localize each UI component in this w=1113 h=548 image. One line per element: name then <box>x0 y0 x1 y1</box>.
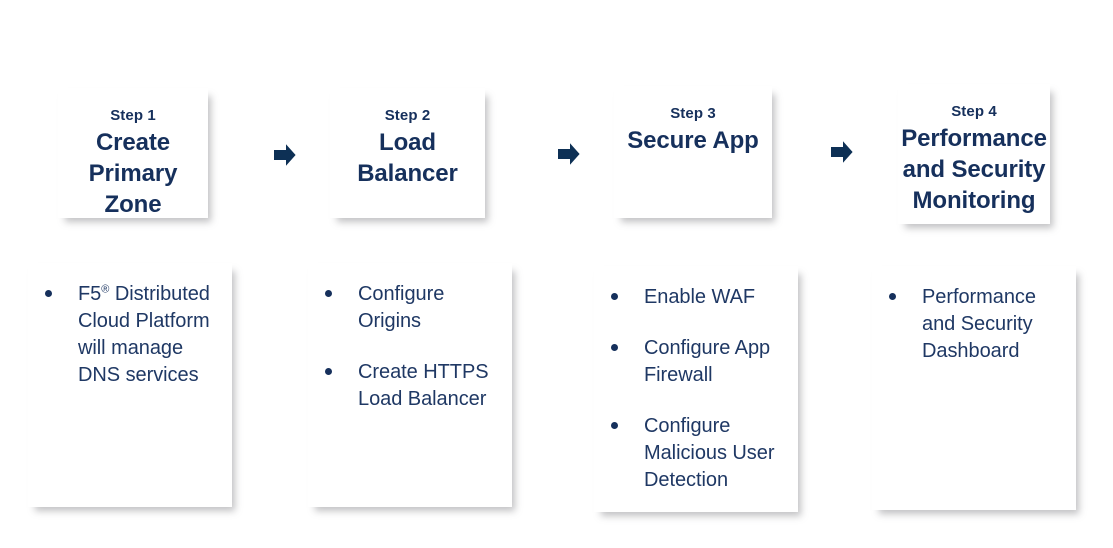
round-bullet-icon <box>45 290 52 297</box>
list-item: Enable WAF <box>604 284 788 311</box>
list-item: F5® Distributed Cloud Platform will mana… <box>38 281 222 389</box>
step-card-2[interactable]: Step 2 Load Balancer <box>330 88 485 218</box>
bullet-prefix: F5 <box>78 283 102 305</box>
list-item: Performance and Security Dashboard <box>882 284 1066 365</box>
list-item: Configure Origins <box>318 281 502 335</box>
step-detail-panel-3: Enable WAF Configure App Firewall Config… <box>594 266 798 512</box>
bullet-text: Create HTTPS Load Balancer <box>358 361 489 410</box>
list-item: Create HTTPS Load Balancer <box>318 359 502 413</box>
bullet-body: Distributed Cloud Platform will manage D… <box>78 283 210 386</box>
step-detail-panel-1: F5® Distributed Cloud Platform will mana… <box>28 263 232 507</box>
round-bullet-icon <box>611 344 618 351</box>
registered-trademark-icon: ® <box>101 283 110 296</box>
step-detail-panel-2: Configure Origins Create HTTPS Load Bala… <box>308 263 512 507</box>
round-bullet-icon <box>611 293 618 300</box>
step-card-1[interactable]: Step 1 Create Primary Zone <box>58 88 208 218</box>
round-bullet-icon <box>325 290 332 297</box>
step-title-3: Secure App <box>627 127 759 154</box>
step-card-4[interactable]: Step 4 Performance and Security Monitori… <box>898 84 1050 224</box>
bullet-text: Configure App Firewall <box>644 337 771 386</box>
step-title-2: Load Balancer <box>357 129 458 187</box>
step-detail-panel-4: Performance and Security Dashboard <box>872 266 1076 510</box>
round-bullet-icon <box>611 422 618 429</box>
bullet-text: Configure Malicious User Detection <box>644 415 775 491</box>
bullet-text: F5® Distributed Cloud Platform will mana… <box>78 281 222 389</box>
step-card-3[interactable]: Step 3 Secure App <box>614 86 772 218</box>
step-label-3: Step 3 <box>670 105 716 122</box>
round-bullet-icon <box>889 293 896 300</box>
right-arrow-icon <box>558 142 580 166</box>
bullet-text: Enable WAF <box>644 286 756 308</box>
step-label-2: Step 2 <box>384 107 431 124</box>
right-arrow-icon <box>831 140 853 164</box>
bullet-text: Performance and Security Dashboard <box>922 286 1036 362</box>
list-item: Configure App Firewall <box>604 335 788 389</box>
step-title-4: Performance and Security Monitoring <box>901 125 1047 214</box>
list-item: Configure Malicious User Detection <box>604 413 788 494</box>
bullet-list-3: Enable WAF Configure App Firewall Config… <box>604 284 788 494</box>
bullet-list-1: F5® Distributed Cloud Platform will mana… <box>38 281 222 389</box>
bullet-text: Configure Origins <box>358 283 445 332</box>
step-label-4: Step 4 <box>951 103 997 120</box>
bullet-list-2: Configure Origins Create HTTPS Load Bala… <box>318 281 502 413</box>
step-title-1: Create Primary Zone <box>88 129 178 218</box>
round-bullet-icon <box>325 368 332 375</box>
right-arrow-icon <box>274 143 296 167</box>
bullet-list-4: Performance and Security Dashboard <box>882 284 1066 365</box>
step-label-1: Step 1 <box>110 107 156 124</box>
